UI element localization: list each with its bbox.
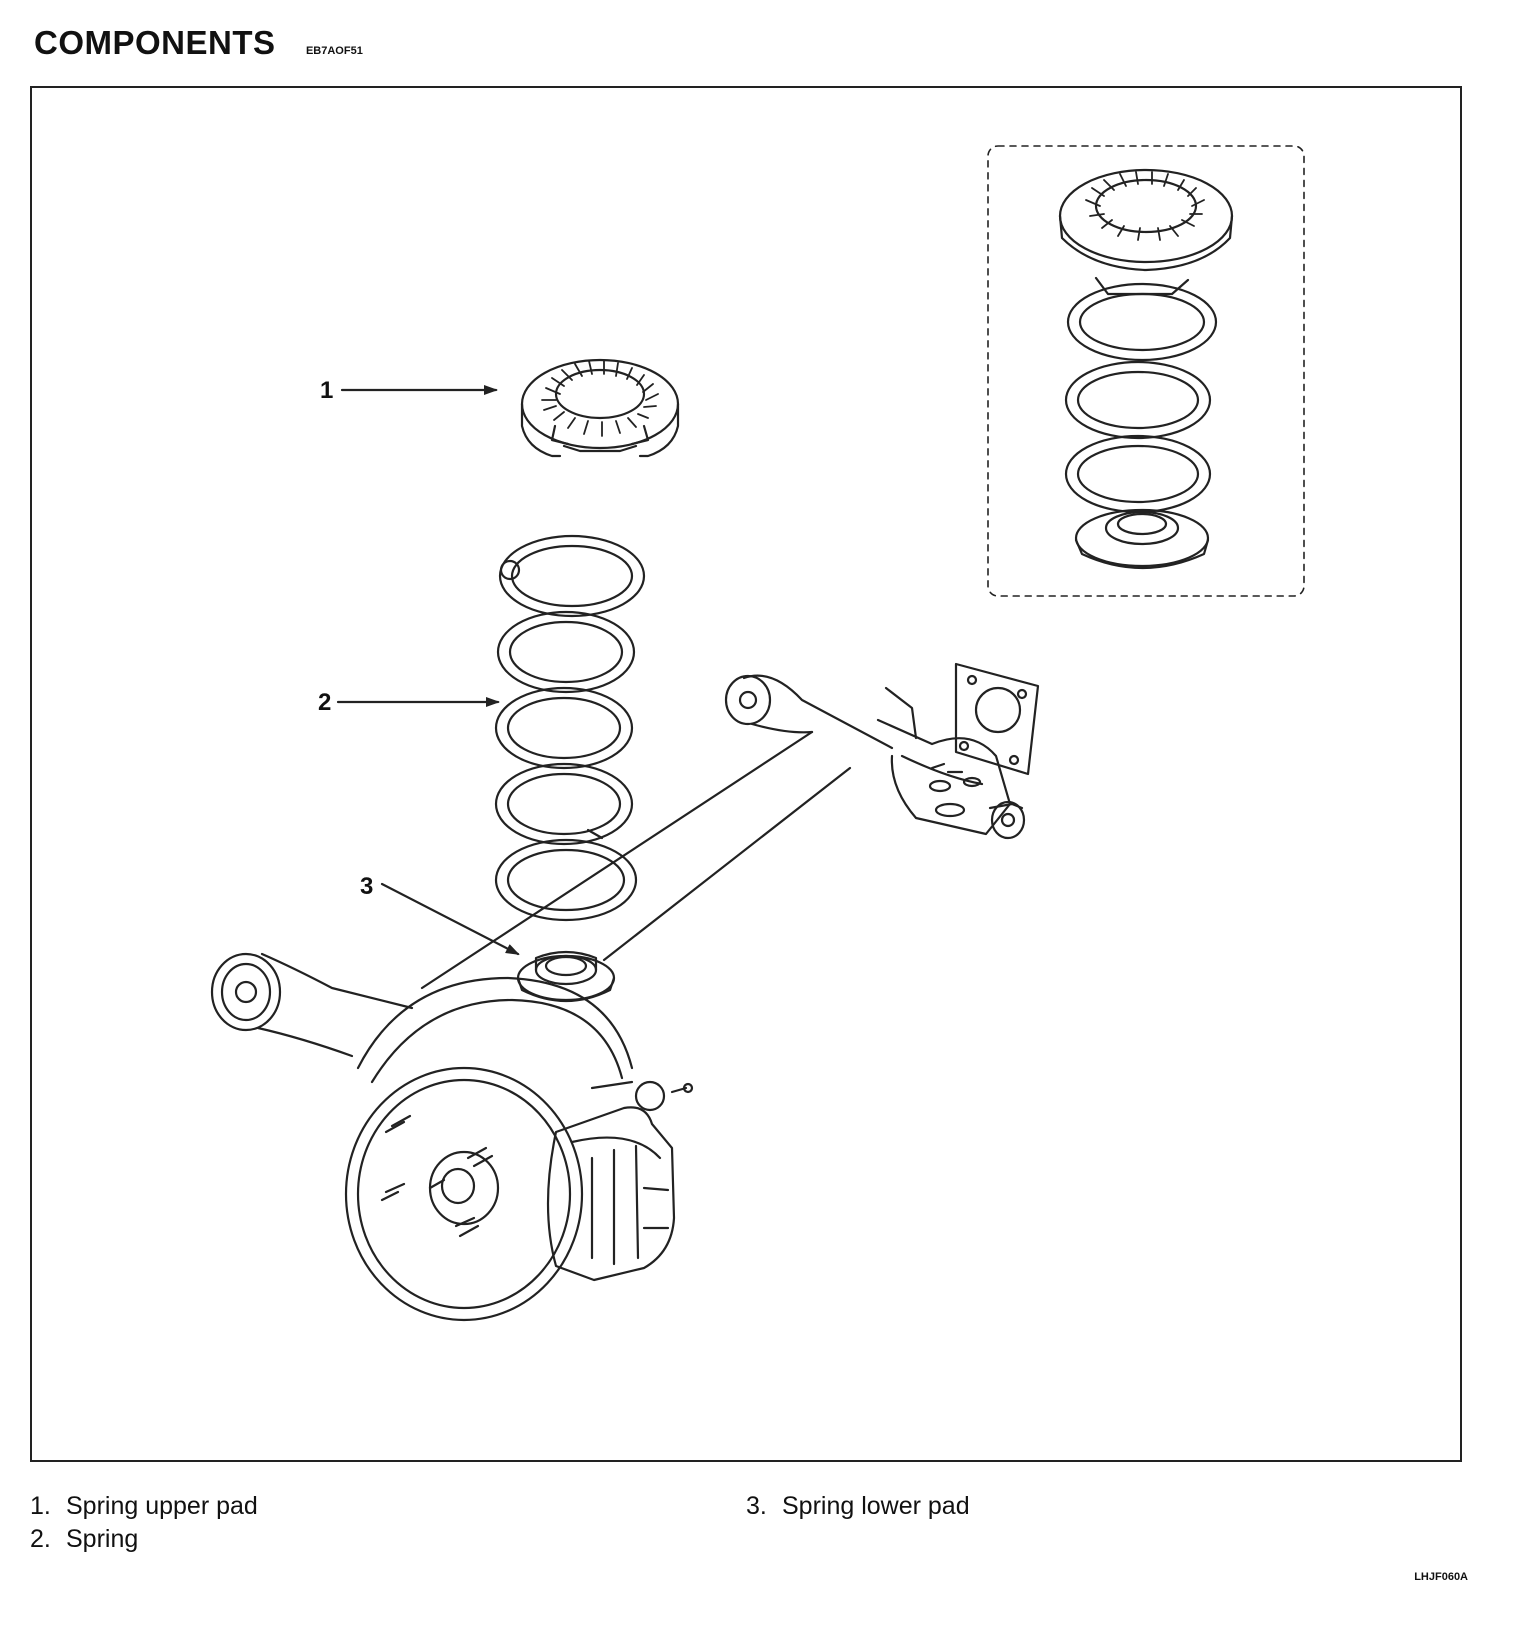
legend-item-label: Spring lower pad [782,1492,970,1520]
spring-lower-pad-icon [516,950,616,1003]
figure-code: LHJF060A [1414,1571,1468,1583]
page-header: COMPONENTS EB7AOF51 [34,24,363,62]
legend-item-label: Spring upper pad [66,1492,258,1520]
coil-spring-icon [494,534,646,922]
legend-item-label: Spring [66,1525,139,1553]
callout-3-leader [380,882,520,956]
legend-item-number: 1. [30,1492,51,1520]
legend-item-number: 2. [30,1525,51,1553]
section-code: EB7AOF51 [305,45,363,57]
page-title: COMPONENTS [34,24,276,61]
legend-right: 3. Spring lower pad [746,1490,970,1523]
callout-3: 3 [360,873,373,900]
spring-upper-pad-icon [520,358,680,458]
legend-item-spring-lower-pad: 3. Spring lower pad [746,1490,970,1523]
callout-2: 2 [318,689,331,716]
assembled-spring-icon [1058,168,1234,570]
legend-item-number: 3. [746,1492,767,1520]
torsion-beam-axle-icon [210,662,1040,1058]
legend-item-spring: 2. Spring [30,1523,258,1556]
callout-1: 1 [320,377,333,404]
brake-drum-icon [344,976,694,1322]
legend-left: 1. Spring upper pad 2. Spring [30,1490,258,1556]
assembled-inset-frame [987,145,1305,597]
component-diagram: 1 2 [210,145,1305,1322]
legend-item-spring-upper-pad: 1. Spring upper pad [30,1490,258,1523]
diagram-frame: 1 2 [30,86,1462,1462]
